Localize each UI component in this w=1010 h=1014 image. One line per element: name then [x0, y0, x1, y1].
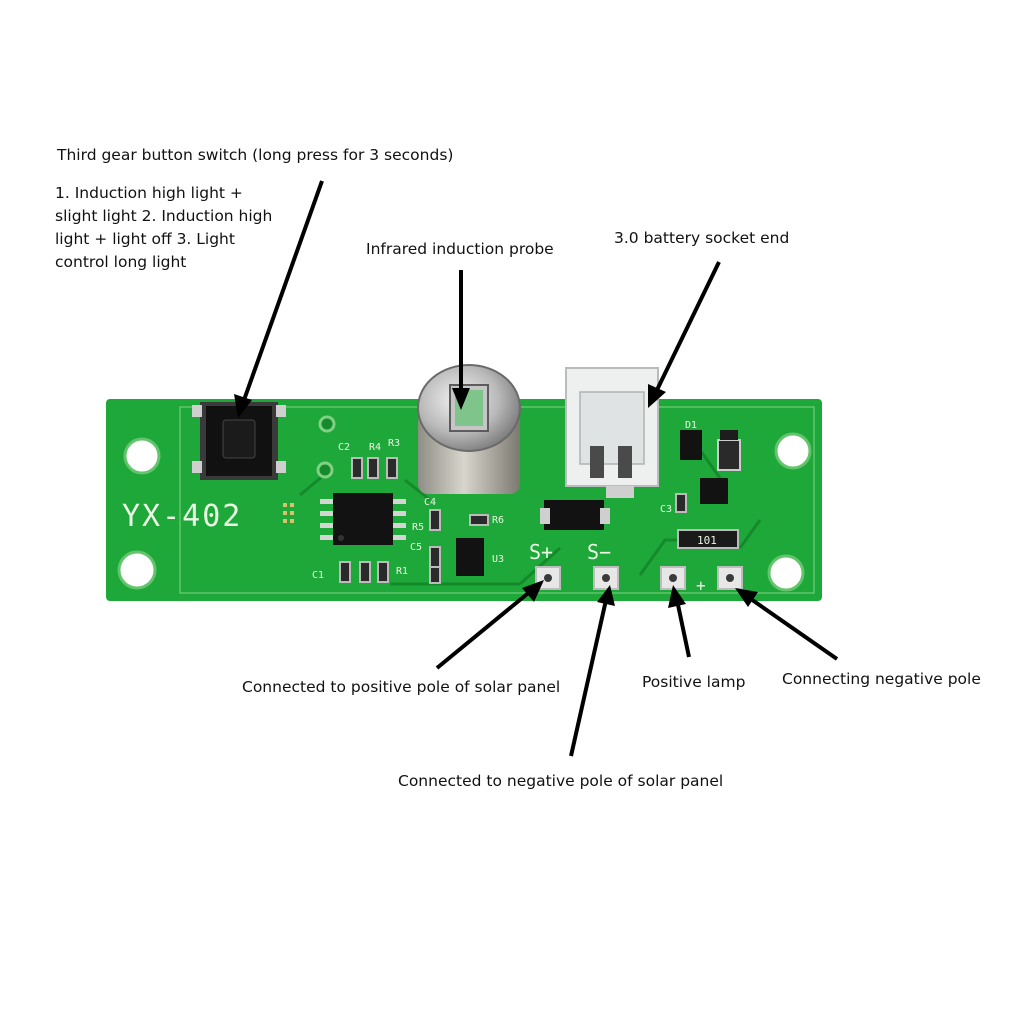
arrow-switch [242, 180, 324, 401]
lamp-positive-label: Positive lamp [642, 673, 746, 691]
pad-label-plus: + [696, 576, 706, 595]
battery-label: 3.0 battery socket end [614, 229, 790, 247]
solar-positive-label: Connected to positive pole of solar pane… [242, 678, 561, 696]
svg-text:R1: R1 [396, 566, 408, 577]
arrow-lamp-positive [675, 599, 691, 658]
pad-label-s-plus: S+ [529, 540, 553, 564]
terminal-pads: S+ S− + [529, 540, 743, 595]
switch-modes-label: 1. Induction high light + slight light 2… [55, 184, 273, 271]
svg-text:R4: R4 [369, 442, 381, 453]
svg-text:R3: R3 [388, 438, 400, 449]
arrow-battery [654, 261, 721, 393]
battery-socket [565, 367, 659, 498]
board-model-label: YX-402 [122, 499, 242, 534]
svg-text:R6: R6 [492, 515, 504, 526]
switch-pin [192, 461, 202, 473]
svg-text:U3: U3 [492, 554, 504, 565]
switch-pin [276, 461, 286, 473]
switch-pin [276, 405, 286, 417]
negative-pole-label: Connecting negative pole [782, 670, 981, 688]
svg-text:101: 101 [697, 534, 717, 547]
mounting-hole [767, 554, 805, 592]
via [318, 415, 336, 433]
switch-title-label: Third gear button switch (long press for… [57, 146, 454, 164]
ic-chip [320, 493, 406, 545]
mounting-hole [123, 437, 161, 475]
svg-text:C3: C3 [660, 504, 672, 515]
solar-negative-label: Connected to negative pole of solar pane… [398, 772, 724, 790]
switch-actuator [222, 419, 256, 459]
arrow-solar-negative [569, 599, 608, 757]
svg-text:C5: C5 [410, 542, 422, 553]
arrow-negative-pole [746, 595, 839, 661]
svg-text:C4: C4 [424, 497, 436, 508]
infrared-probe [417, 364, 521, 494]
mounting-hole [774, 432, 812, 470]
pad-label-s-minus: S− [587, 540, 611, 564]
annotation-arrows [234, 180, 839, 757]
switch-pin [192, 405, 202, 417]
svg-text:C2: C2 [338, 442, 350, 453]
component-labels: C2 R4 R3 C1 C4 C5 R1 R5 R6 D1 C3 U3 101 [312, 420, 717, 581]
probe-label: Infrared induction probe [366, 240, 554, 258]
via [316, 461, 334, 479]
svg-text:R5: R5 [412, 522, 424, 533]
svg-text:C1: C1 [312, 570, 324, 581]
svg-text:D1: D1 [685, 420, 697, 431]
mounting-hole [117, 550, 157, 590]
smd-passives [283, 430, 741, 584]
arrow-solar-positive [435, 588, 534, 670]
